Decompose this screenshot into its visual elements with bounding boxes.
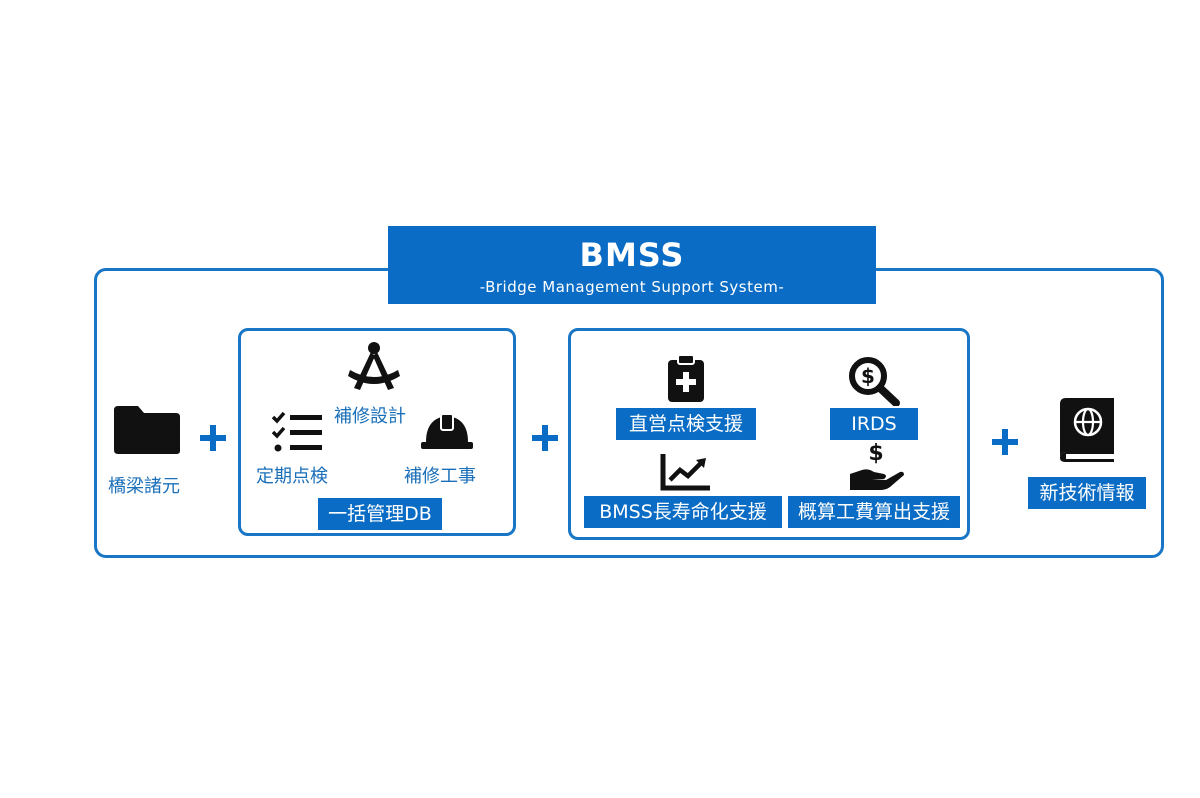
plus-icon-1 [200, 425, 226, 451]
plus-icon-3 [992, 429, 1018, 455]
checklist-icon [272, 412, 322, 452]
hand-dollar-icon: $ [850, 441, 904, 490]
compass-icon [348, 342, 400, 390]
db-group-box [238, 328, 516, 536]
folder-icon [114, 406, 180, 454]
direct-inspection-tag: 直営点検支援 [616, 408, 756, 440]
periodic-inspection-label: 定期点検 [256, 466, 328, 487]
repair-construction-label: 補修工事 [404, 466, 476, 487]
chart-line-icon [660, 454, 710, 491]
cost-estimate-tag: 概算工費算出支援 [788, 496, 960, 528]
globe-book-icon [1060, 398, 1114, 462]
title-banner: BMSS -Bridge Management Support System- [388, 226, 876, 304]
title-main: BMSS [579, 236, 685, 274]
svg-text:$: $ [861, 364, 875, 388]
irds-tag: IRDS [830, 408, 918, 440]
integrated-db-tag: 一括管理DB [318, 498, 442, 530]
hardhat-icon [421, 413, 473, 449]
plus-icon-2 [532, 425, 558, 451]
life-extension-tag: BMSS長寿命化支援 [584, 496, 782, 528]
support-group-box [568, 328, 970, 540]
clipboard-medical-icon [668, 354, 704, 402]
repair-design-label: 補修設計 [334, 406, 406, 427]
new-tech-info-tag: 新技術情報 [1028, 477, 1146, 509]
dollar-search-icon: $ [849, 357, 900, 406]
bridge-specs-label: 橋梁諸元 [108, 476, 180, 497]
title-subtitle: -Bridge Management Support System- [479, 278, 785, 296]
svg-text:$: $ [868, 441, 883, 466]
